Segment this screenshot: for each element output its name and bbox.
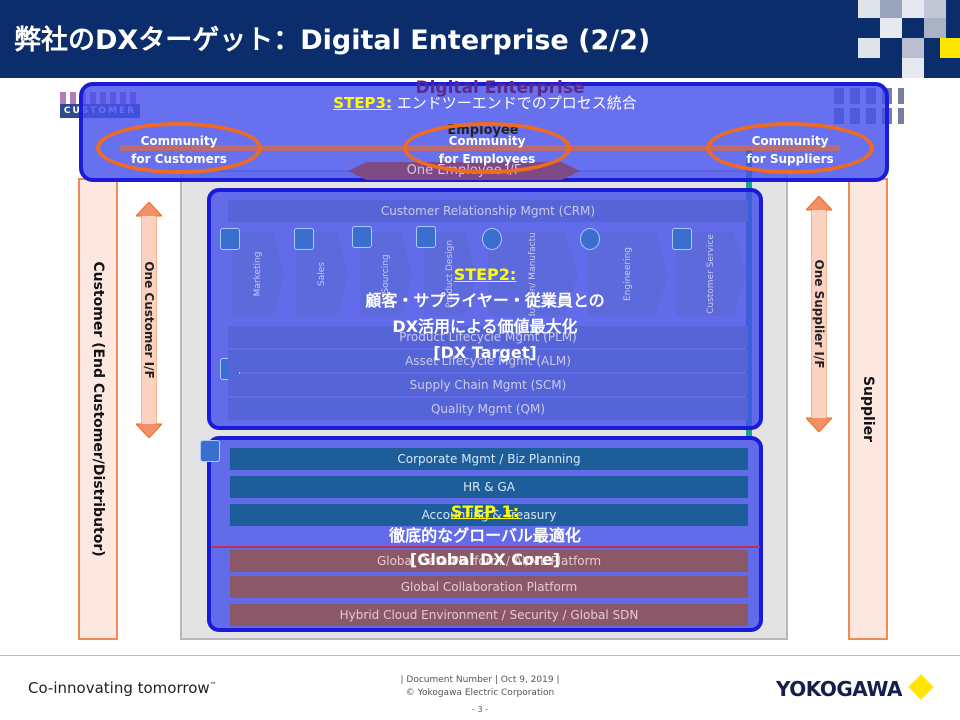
- page-number: - 3 -: [472, 705, 488, 714]
- collaboration-platform-bar: Global Collaboration Platform: [230, 576, 748, 598]
- one-supplier-interface-label: One Supplier I/F: [812, 259, 826, 369]
- customer-sidebar: Customer (End Customer/Distributor): [78, 178, 118, 640]
- copyright-line: © Yokogawa Electric Corporation: [405, 688, 555, 698]
- dx-target-line1: 顧客・サプライヤー・従業員との: [365, 291, 605, 310]
- footer-divider: [0, 655, 960, 656]
- step3-text: エンドツーエンドでのプロセス統合: [396, 94, 637, 112]
- community-for-employees: Community for Employees: [403, 122, 571, 174]
- dx-core-line1: 徹底的なグローバル最適化: [389, 526, 581, 545]
- one-supplier-interface-arrow: One Supplier I/F: [806, 196, 832, 432]
- chain-production: Production/ Manufacturing: [488, 232, 578, 316]
- database-icon: [200, 440, 220, 462]
- footer-document-info: | Document Number | Oct 9, 2019 | © Yoko…: [360, 674, 600, 716]
- crm-bar: Customer Relationship Mgmt (CRM): [228, 200, 748, 222]
- corporate-mgmt-bar: Corporate Mgmt / Biz Planning: [230, 448, 748, 470]
- core-divider: [212, 546, 760, 548]
- plm-bar: Product Lifecycle Mgmt (PLM): [228, 326, 748, 348]
- dx-target-line2: DX活用による価値最大化: [392, 317, 578, 336]
- digital-enterprise-heading: Digital Enterprise: [415, 78, 585, 98]
- data-platform-bar: Global Data Platform / AI/ML Platform: [230, 550, 748, 572]
- customer-sidebar-label: Customer (End Customer/Distributor): [90, 261, 106, 557]
- community-for-customers: Community for Customers: [96, 122, 262, 174]
- footer-tagline: Co-innovating tomorrow™: [28, 679, 217, 697]
- step3-label: STEP3:: [333, 94, 392, 112]
- step1-label: STEP 1:: [450, 502, 520, 521]
- dx-core-text: STEP 1: 徹底的なグローバル最適化 [Global DX Core]: [207, 500, 763, 572]
- truck-icon: [672, 228, 692, 250]
- factory-icon: [482, 228, 502, 250]
- chain-marketing: Marketing: [232, 232, 284, 316]
- scm-bar: Supply Chain Mgmt (SCM): [228, 374, 748, 396]
- step3-line: STEP3: エンドツーエンドでのプロセス統合: [100, 92, 870, 113]
- yokogawa-diamond-icon: [908, 674, 934, 700]
- truck-icon: [294, 228, 314, 250]
- supplier-sidebar: Supplier: [848, 178, 888, 640]
- one-customer-interface-arrow: One Customer I/F: [136, 202, 162, 438]
- yokogawa-logo: YOKOGAWA: [776, 677, 903, 701]
- hybrid-cloud-bar: Hybrid Cloud Environment / Security / Gl…: [230, 604, 748, 626]
- factory-icon: [580, 228, 600, 250]
- qm-bar: Quality Mgmt (QM): [228, 398, 748, 420]
- document-number-line: | Document Number | Oct 9, 2019 |: [400, 675, 560, 685]
- alm-bar: Asset Lifecycle Mgmt (ALM): [228, 350, 748, 372]
- hr-ga-bar: HR & GA: [230, 476, 748, 498]
- database-icon: [416, 226, 436, 248]
- page-title: 弊社のDXターゲット：Digital Enterprise (2/2): [14, 25, 651, 56]
- dx-core-line2: [Global DX Core]: [409, 550, 561, 569]
- header-bar: 弊社のDXターゲット：Digital Enterprise (2/2): [0, 0, 960, 78]
- community-for-suppliers: Community for Suppliers: [706, 122, 874, 174]
- step2-label: STEP2:: [453, 265, 517, 284]
- supplier-sidebar-label: Supplier: [860, 375, 876, 443]
- database-icon: [352, 226, 372, 248]
- dx-target-line3: [DX Target]: [433, 343, 537, 362]
- truck-icon: [220, 228, 240, 250]
- accounting-bar: Accounting & Treasury: [230, 504, 748, 526]
- dx-target-text: STEP2: 顧客・サプライヤー・従業員との DX活用による価値最大化 [DX …: [207, 262, 763, 366]
- chain-engineering: Engineering: [588, 232, 668, 316]
- one-customer-interface-label: One Customer I/F: [142, 261, 156, 379]
